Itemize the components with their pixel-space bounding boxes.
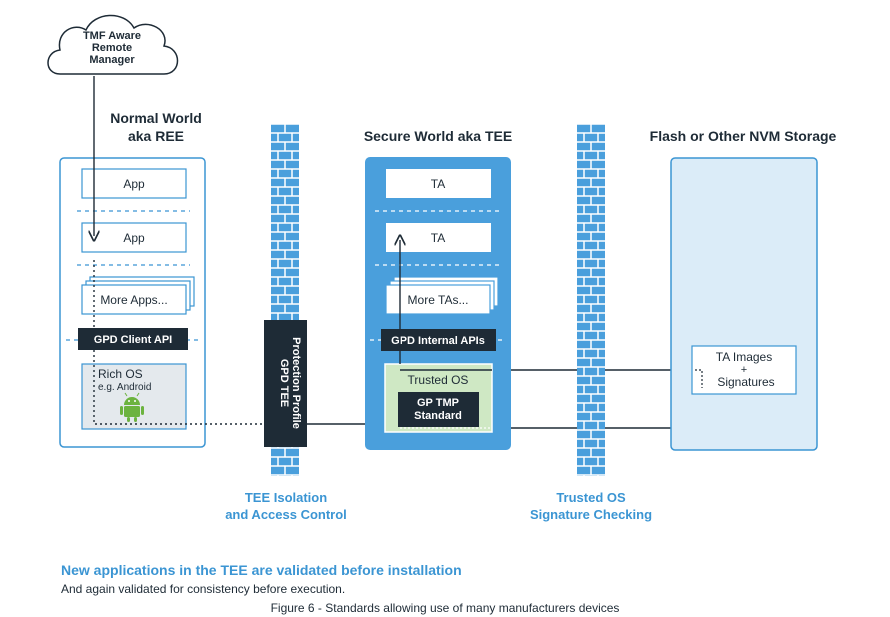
cloud-icon: [47, 14, 179, 75]
signature-label-line2: Signature Checking: [530, 507, 652, 522]
brick-wall-icon: [577, 124, 605, 476]
manager-line1: TMF Aware: [83, 30, 141, 42]
app-box-1[interactable]: [81, 168, 187, 199]
signature-label-line1: Trusted OS: [556, 490, 626, 505]
ta-images-box: [691, 345, 797, 395]
caption-subline: And again validated for consistency befo…: [61, 582, 346, 596]
secure-world-title: Secure World aka TEE: [364, 128, 512, 144]
app-label-2: App: [123, 231, 145, 245]
manager-line3: Manager: [89, 54, 135, 66]
trusted-os-label: Trusted OS: [408, 373, 469, 387]
rich-os-box: [81, 363, 187, 430]
gp-tmp-line1: GP TMP: [417, 397, 459, 409]
more-apps-label: More Apps...: [100, 293, 167, 307]
internal-apis-label: GPD Internal APIs: [391, 335, 485, 347]
normal-world-title-line1: Normal World: [110, 110, 202, 126]
android-icon: [120, 392, 144, 422]
protection-profile-line1: GPD TEE: [278, 359, 290, 407]
protection-profile-line2: Protection Profile: [290, 337, 302, 429]
ta-box-1[interactable]: [386, 169, 491, 198]
ta-images-line2: +: [741, 364, 747, 376]
secure-connectors-overlay: [400, 240, 492, 429]
app-label-1: App: [123, 177, 145, 191]
internal-apis-bar: [381, 329, 496, 351]
protection-profile-bar: [264, 320, 307, 447]
ta-images-line3: Signatures: [717, 375, 774, 389]
gp-tmp-line2: Standard: [414, 410, 462, 422]
storage-title: Flash or Other NVM Storage: [650, 128, 837, 144]
caption-headline: New applications in the TEE are validate…: [61, 562, 462, 578]
normal-world-panel: App App More Apps... GPD Client API Rich…: [59, 157, 206, 448]
manager-line2: Remote: [92, 42, 132, 54]
more-tas-stack[interactable]: [385, 276, 499, 315]
normal-world-title-line2: aka REE: [128, 128, 184, 144]
client-api-bar: [78, 328, 188, 350]
more-apps-stack[interactable]: [81, 276, 195, 315]
more-tas-label: More TAs...: [408, 293, 469, 307]
ta-label-1: TA: [431, 177, 445, 191]
ta-label-2: TA: [431, 231, 445, 245]
client-api-label: GPD Client API: [94, 334, 172, 346]
isolation-label-line2: and Access Control: [225, 507, 347, 522]
storage-panel: TA Images + Signatures: [670, 157, 818, 451]
figure-caption: Figure 6 - Standards allowing use of man…: [270, 601, 620, 615]
secure-world-panel: TA TA More TAs... GPD Internal APIs Trus…: [365, 157, 511, 450]
remote-manager-cloud: TMF Aware Remote Manager: [47, 14, 179, 75]
gp-tmp-box: [398, 392, 479, 427]
right-firewall: [577, 123, 605, 476]
rich-os-label: Rich OS: [98, 367, 143, 381]
isolation-label-line1: TEE Isolation: [245, 490, 327, 505]
rich-os-example: e.g. Android: [98, 382, 151, 393]
left-firewall: GPD TEE Protection Profile: [264, 123, 307, 476]
ta-images-line1: TA Images: [716, 350, 772, 364]
